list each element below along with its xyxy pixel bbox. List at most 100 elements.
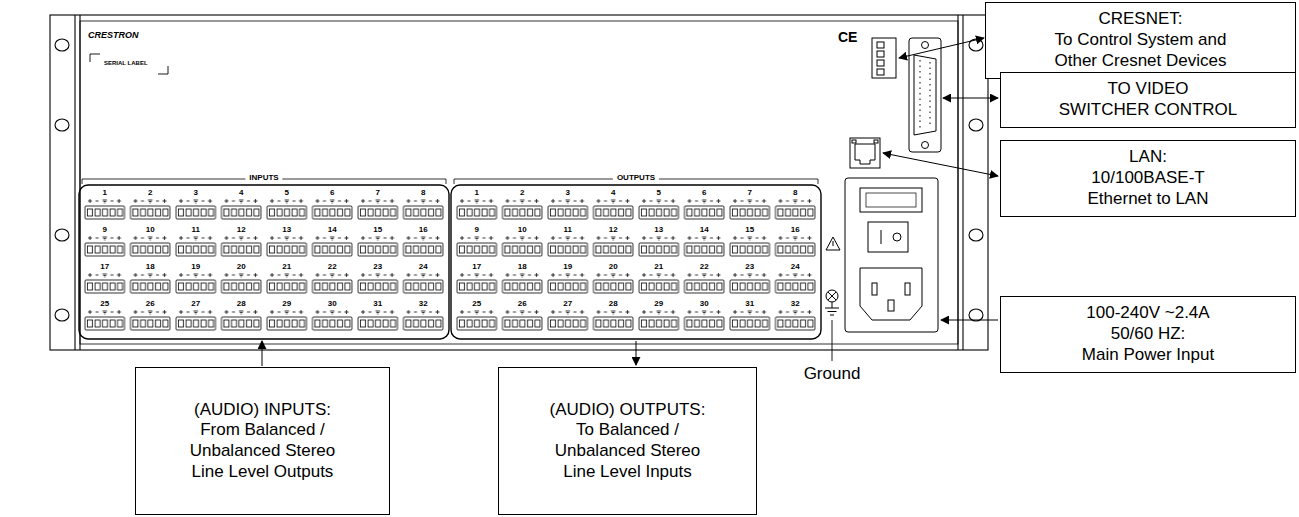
leader-arrow [941, 320, 998, 321]
channel-number: 31 [727, 300, 773, 309]
channel-number: 32 [401, 300, 447, 309]
section-heading: INPUTS [245, 174, 282, 183]
channel-number: 12 [591, 226, 637, 235]
callout-text: To Control System and Other Cresnet Devi… [1043, 30, 1238, 71]
callout-heading: LAN: [1129, 147, 1167, 168]
channel-number: 5 [264, 189, 310, 198]
callout-box: LAN:10/100BASE-T Ethernet to LAN [1000, 140, 1296, 217]
ground-screw [826, 290, 838, 302]
channel-number: 19 [173, 263, 219, 272]
channel-number: 32 [773, 300, 819, 309]
rack-plate [50, 15, 988, 350]
callout-box: TO VIDEO SWITCHER CONTROL [1000, 72, 1296, 128]
channel-number: 19 [545, 263, 591, 272]
channel-number: 15 [355, 226, 401, 235]
channel-number: 22 [682, 263, 728, 272]
callout-heading: 100-240V ~2.4A 50/60 HZ: [1068, 303, 1228, 344]
callout-box: CRESNET:To Control System and Other Cres… [985, 2, 1296, 79]
channel-number: 18 [500, 263, 546, 272]
leader-arrow [899, 38, 984, 58]
channel-number: 20 [591, 263, 637, 272]
channel-number: 18 [128, 263, 174, 272]
channel-number: 30 [682, 300, 728, 309]
output-connectors [454, 188, 818, 336]
channel-number: 2 [128, 189, 174, 198]
channel-number: 9 [82, 226, 128, 235]
channel-number: 7 [727, 189, 773, 198]
leader-arrow [943, 98, 998, 99]
channel-number: 29 [264, 300, 310, 309]
channel-number: 30 [310, 300, 356, 309]
channel-number: 15 [727, 226, 773, 235]
channel-number: 11 [173, 226, 219, 235]
channel-number: 3 [545, 189, 591, 198]
panel-label: SERIAL LABEL [104, 60, 148, 67]
channel-number: 14 [682, 226, 728, 235]
callout-text: From Balanced / Unbalanced Stereo Line L… [175, 420, 350, 482]
callout-text: To Balanced / Unbalanced Stereo Line Lev… [540, 420, 715, 482]
channel-number: 24 [773, 263, 819, 272]
section-heading: OUTPUTS [613, 174, 659, 183]
leader-arrow [883, 153, 998, 176]
channel-number: 6 [682, 189, 728, 198]
channel-number: 4 [591, 189, 637, 198]
channel-number: 8 [401, 189, 447, 198]
channel-number: 5 [636, 189, 682, 198]
channel-number: 3 [173, 189, 219, 198]
callout-box: (AUDIO) INPUTS:From Balanced / Unbalance… [135, 367, 390, 515]
channel-number: 24 [401, 263, 447, 272]
channel-number: 9 [454, 226, 500, 235]
channel-number: 10 [500, 226, 546, 235]
channel-number: 27 [545, 300, 591, 309]
channel-number: 16 [773, 226, 819, 235]
cresnet-terminal [872, 38, 896, 78]
callout-heading: (AUDIO) OUTPUTS: [550, 400, 706, 421]
callout-box: (AUDIO) OUTPUTS:To Balanced / Unbalanced… [498, 367, 757, 515]
channel-number: 11 [545, 226, 591, 235]
channel-number: 22 [310, 263, 356, 272]
channel-number: 13 [264, 226, 310, 235]
channel-number: 23 [727, 263, 773, 272]
leader-arrow [636, 341, 637, 365]
channel-number: 21 [636, 263, 682, 272]
channel-number: 4 [219, 189, 265, 198]
channel-number: 26 [128, 300, 174, 309]
channel-number: 20 [219, 263, 265, 272]
channel-number: 16 [401, 226, 447, 235]
channel-number: 13 [636, 226, 682, 235]
channel-number: 1 [454, 189, 500, 198]
leader-arrow [262, 341, 263, 366]
panel-label: CRESTRON [88, 31, 139, 41]
channel-number: 25 [82, 300, 128, 309]
panel-label: CE [838, 30, 857, 45]
channel-number: 29 [636, 300, 682, 309]
power-inlet [845, 178, 938, 332]
channel-number: 28 [219, 300, 265, 309]
callout-text: 10/100BASE-T Ethernet to LAN [1073, 168, 1223, 209]
channel-number: 10 [128, 226, 174, 235]
channel-number: 12 [219, 226, 265, 235]
channel-number: 14 [310, 226, 356, 235]
callout-label: Ground [800, 365, 865, 384]
channel-number: 28 [591, 300, 637, 309]
channel-number: 17 [454, 263, 500, 272]
channel-number: 2 [500, 189, 546, 198]
channel-number: 31 [355, 300, 401, 309]
callout-heading: TO VIDEO SWITCHER CONTROL [1048, 79, 1248, 120]
callout-text: Main Power Input [1082, 345, 1214, 366]
leader-line [832, 320, 833, 361]
callout-heading: CRESNET: [1098, 9, 1182, 30]
input-connectors [82, 188, 446, 336]
channel-number: 7 [355, 189, 401, 198]
channel-number: 8 [773, 189, 819, 198]
channel-number: 25 [454, 300, 500, 309]
lan-jack [850, 138, 880, 168]
channel-number: 6 [310, 189, 356, 198]
channel-number: 26 [500, 300, 546, 309]
channel-number: 27 [173, 300, 219, 309]
channel-number: 23 [355, 263, 401, 272]
callout-heading: (AUDIO) INPUTS: [194, 400, 331, 421]
channel-number: 21 [264, 263, 310, 272]
channel-number: 17 [82, 263, 128, 272]
